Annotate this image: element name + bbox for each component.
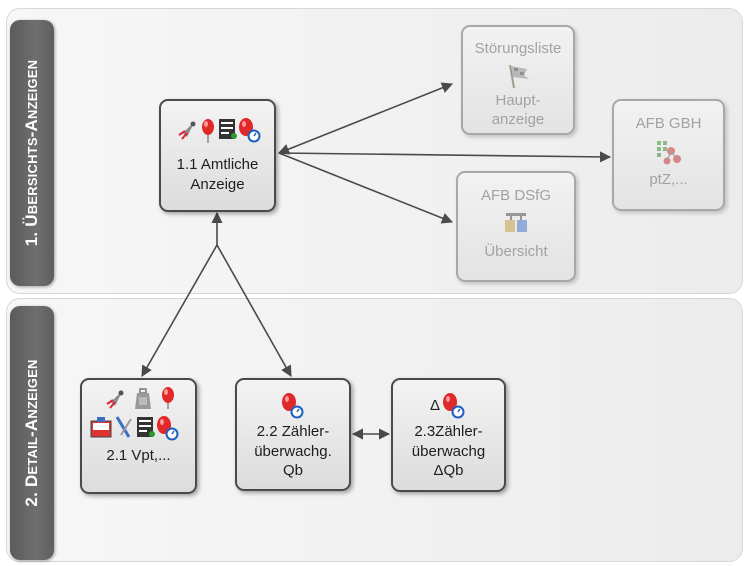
overview-section-tab: 1. ÜBERSICHTS-ANZEIGEN: [10, 20, 54, 286]
node-2-3-zaehlerueberwachung-delta[interactable]: Δ 2.3Zähler- überwachg ΔQb: [391, 378, 506, 492]
node-2-2-label-line3: Qb: [282, 462, 303, 479]
node-2-1-label: 2.1 Vpt,...: [106, 447, 171, 464]
flag-icon: [509, 64, 529, 88]
report-icon: [136, 417, 155, 437]
node-2-3-label-line1: 2.3Zähler-: [414, 423, 483, 440]
node-afb-dsfg-label: Übersicht: [484, 242, 548, 260]
screen-icon: [90, 417, 111, 438]
node-2-2-label-line2: überwachg.: [254, 442, 332, 460]
node-2-2-label-line1: 2.2 Zähler-: [256, 423, 330, 440]
node-2-1-icon-group: [90, 387, 178, 441]
node-stoerungsliste-label-line2: anzeige: [491, 111, 545, 128]
report-icon: [218, 119, 237, 139]
arrow-11-to-afbgbh: [278, 151, 612, 163]
arrow-junction-to-21: [141, 244, 218, 377]
tool-icon: [115, 416, 132, 438]
balloon-gauge-icon: [238, 118, 260, 143]
node-afb-gbh-title: AFB GBH: [635, 115, 702, 132]
delta-symbol: Δ: [429, 397, 441, 415]
arrow-11-to-stoerung: [277, 82, 454, 155]
device-icon: [505, 212, 527, 232]
node-2-2-zaehlerueberwachung[interactable]: 2.2 Zähler- überwachg. Qb: [235, 378, 351, 491]
arrow-11-to-afbdsfg: [278, 152, 454, 224]
node-1-1-amtliche-anzeige[interactable]: 1.1 Amtliche Anzeige: [159, 99, 276, 212]
arrow-junction-to-22: [216, 244, 292, 377]
rocket-icon: [105, 390, 123, 409]
rocket-icon: [177, 121, 195, 140]
network-icon: [656, 140, 681, 164]
balloon-gauge-icon: [156, 416, 178, 441]
node-2-3-label-line3: ΔQb: [433, 462, 464, 479]
node-2-3-label-line2: überwachg: [411, 442, 486, 460]
node-stoerungsliste-label-line1: Haupt-: [495, 91, 541, 109]
node-afb-dsfg[interactable]: AFB DSfG Übersicht: [456, 171, 576, 282]
weight-icon: [134, 388, 151, 409]
node-2-1-vpt[interactable]: 2.1 Vpt,...: [80, 378, 197, 494]
balloon-gauge-icon: [282, 393, 304, 419]
node-1-1-label-line1: 1.1 Amtliche: [176, 156, 259, 173]
node-afb-dsfg-title: AFB DSfG: [480, 187, 551, 204]
balloon-icon: [201, 119, 214, 143]
node-1-1-label-line2: Anzeige: [190, 175, 245, 193]
balloon-icon: [161, 387, 174, 409]
node-afb-gbh-label: ptZ,...: [649, 170, 688, 188]
balloon-gauge-icon: [443, 393, 465, 419]
node-1-1-icon-group: [177, 118, 260, 143]
node-afb-gbh[interactable]: AFB GBH ptZ,...: [612, 99, 725, 211]
node-stoerungsliste[interactable]: Störungsliste Haupt- anzeige: [461, 25, 575, 135]
detail-section-tab: 2. DETAIL-ANZEIGEN: [10, 306, 54, 560]
node-stoerungsliste-title: Störungsliste: [474, 40, 562, 57]
